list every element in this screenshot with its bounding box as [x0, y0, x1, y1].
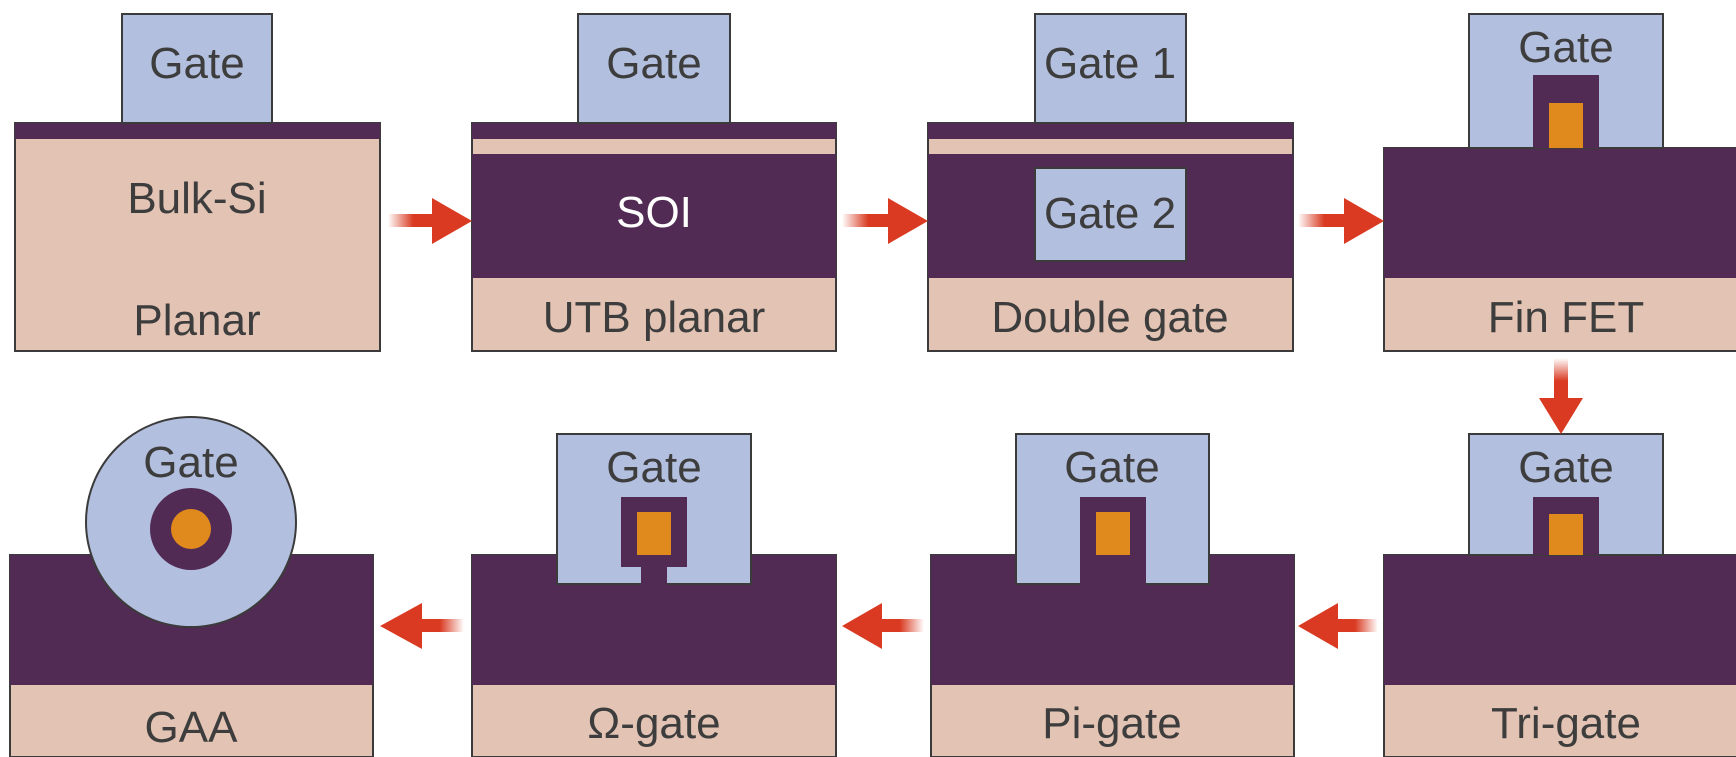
device-name: GAA — [145, 703, 239, 752]
gate-label: Gate — [143, 438, 238, 487]
arrow-shaft — [1554, 358, 1568, 400]
arrow-shaft — [842, 214, 890, 227]
arrow-head — [432, 198, 472, 244]
gate-oxide — [15, 123, 380, 139]
device-planar: Gate Bulk-Si Planar — [14, 13, 381, 352]
gate — [577, 13, 731, 124]
device-pi-gate: Gate Pi-gate — [930, 433, 1295, 757]
fin-channel — [1549, 514, 1583, 555]
device-gaa: Gate GAA — [9, 416, 374, 757]
device-utb-planar: Gate SOI UTB planar — [471, 13, 837, 352]
arrow-head — [1298, 603, 1338, 649]
fin-channel — [1096, 512, 1130, 555]
device-name: Tri-gate — [1491, 699, 1641, 748]
substrate — [14, 122, 381, 352]
device-fin-fet: Gate Fin FET — [1383, 13, 1736, 352]
arrow-shaft — [1336, 619, 1378, 632]
fin-channel — [637, 512, 671, 555]
gate — [121, 13, 273, 124]
body-label: SOI — [616, 188, 692, 237]
buried-oxide — [472, 154, 836, 278]
arrow-utb-to-double-gate — [842, 198, 928, 244]
arrow-head — [380, 603, 422, 649]
gate-label: Gate — [606, 39, 701, 88]
arrow-shaft — [1298, 214, 1346, 227]
gate-label: Gate — [1518, 23, 1613, 72]
gate-label: Gate — [1518, 443, 1613, 492]
buried-oxide — [1384, 148, 1736, 278]
gate-2-label: Gate 2 — [1044, 189, 1176, 238]
gate-2 — [1034, 167, 1187, 262]
arrow-omegagate-to-gaa — [380, 603, 464, 649]
gate-label: Gate — [1064, 443, 1159, 492]
arrow-planar-to-utb — [388, 198, 472, 244]
device-name: Double gate — [991, 293, 1228, 342]
arrow-head — [888, 198, 928, 244]
arrow-head — [1539, 398, 1583, 434]
device-tri-gate: Gate Tri-gate — [1383, 433, 1736, 757]
device-name: UTB planar — [543, 293, 766, 342]
device-double-gate: Gate 1 Gate 2 Double gate — [927, 13, 1294, 352]
body-label: Bulk-Si — [127, 174, 266, 223]
arrow-head — [842, 603, 882, 649]
gate-1 — [1034, 13, 1187, 124]
device-name: Ω-gate — [587, 699, 720, 748]
device-omega-gate: Gate Ω-gate — [471, 433, 837, 757]
arrow-pigate-to-omegagate — [842, 603, 924, 649]
device-name: Fin FET — [1488, 293, 1644, 342]
arrow-head — [1344, 198, 1384, 244]
nanowire-channel — [171, 509, 211, 549]
device-name: Planar — [133, 296, 260, 345]
gate-oxide — [472, 123, 836, 139]
device-name: Pi-gate — [1042, 699, 1181, 748]
fin-neck — [641, 565, 667, 587]
arrow-finfet-to-trigate — [1539, 358, 1583, 434]
arrow-shaft — [388, 214, 434, 227]
fin-channel — [1549, 103, 1583, 148]
gate-label: Gate — [149, 39, 244, 88]
buried-oxide — [1384, 555, 1736, 685]
gate-label: Gate — [606, 443, 701, 492]
arrow-double-gate-to-finfet — [1298, 198, 1384, 244]
arrow-shaft — [420, 619, 464, 632]
arrow-shaft — [880, 619, 924, 632]
gate-oxide — [928, 123, 1293, 139]
arrow-trigate-to-pigate — [1298, 603, 1378, 649]
gate-1-label: Gate 1 — [1044, 39, 1176, 88]
